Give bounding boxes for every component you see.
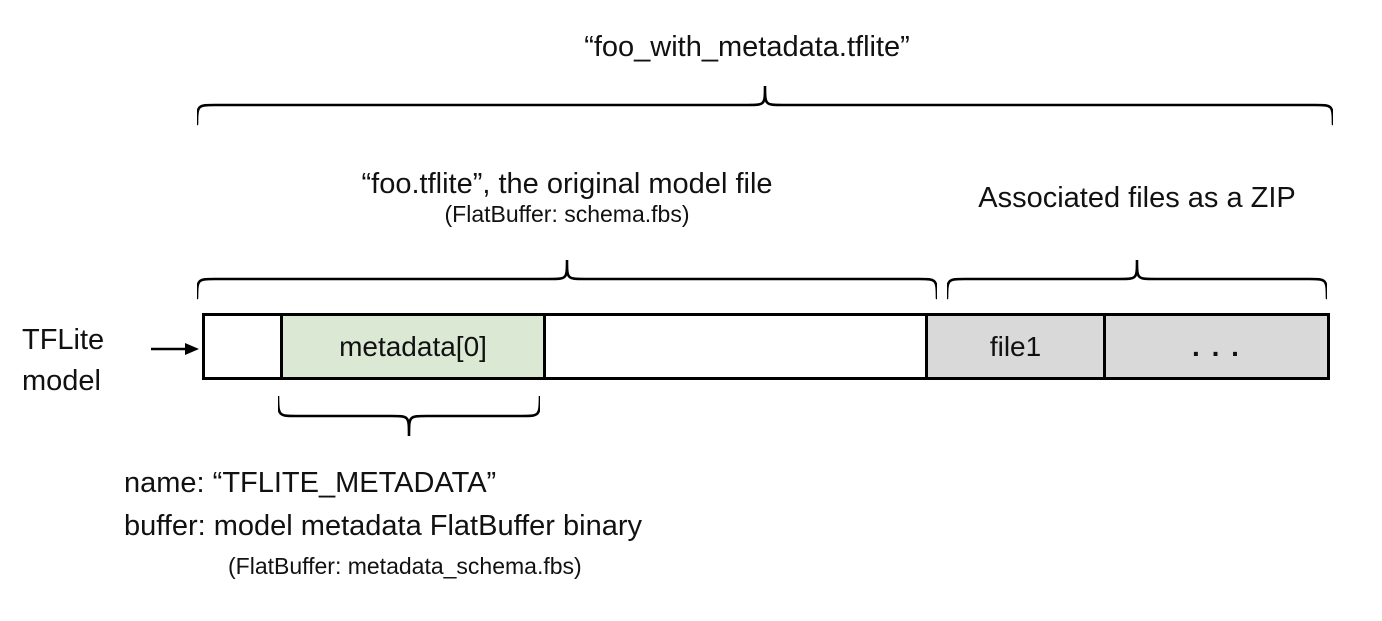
bar-segment-label: metadata[0] — [339, 330, 487, 362]
bar-segment-metadata0: metadata[0] — [280, 316, 543, 377]
bar-segment-model-body — [543, 316, 925, 377]
file-title: “foo_with_metadata.tflite” — [584, 31, 910, 63]
bar-segment-file1: file1 — [925, 316, 1103, 377]
model-bar: metadata[0] file1 . . . — [202, 313, 1330, 380]
bar-segment-label: file1 — [989, 330, 1042, 362]
arrow-right-icon — [151, 341, 199, 357]
brace-model-file — [197, 260, 937, 300]
model-file-sublabel: (FlatBuffer: schema.fbs) — [444, 201, 690, 227]
ellipsis-label: . . . — [1192, 330, 1241, 362]
metadata-schema-line: (FlatBuffer: metadata_schema.fbs) — [228, 553, 582, 579]
metadata-annotation: name: “TFLITE_METADATA” buffer: model me… — [124, 462, 642, 581]
tflite-model-label: TFLite model — [22, 320, 104, 402]
bar-segment-more-files: . . . — [1103, 316, 1327, 377]
brace-metadata-entry — [278, 396, 540, 438]
tflite-model-label-line2: model — [22, 365, 101, 397]
metadata-buffer-line: buffer: model metadata FlatBuffer binary — [124, 510, 642, 542]
bar-segment-header — [205, 316, 280, 377]
model-file-label: “foo.tflite”, the original model file — [361, 168, 773, 200]
brace-associated-files — [947, 260, 1327, 300]
model-file-label-group: “foo.tflite”, the original model file (F… — [197, 167, 937, 228]
metadata-name-line: name: “TFLITE_METADATA” — [124, 467, 497, 499]
brace-whole-file — [197, 86, 1333, 126]
associated-files-label: Associated files as a ZIP — [978, 182, 1296, 214]
tflite-model-label-line1: TFLite — [22, 324, 105, 356]
